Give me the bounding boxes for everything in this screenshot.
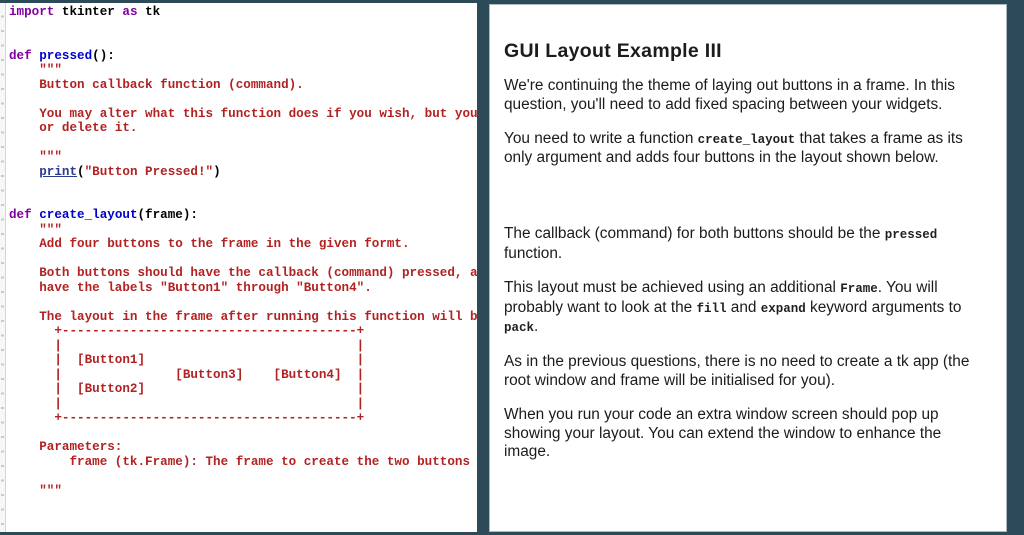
code-line: The layout in the frame after running th…	[9, 309, 477, 324]
inline-code: pressed	[884, 228, 938, 243]
code-editor[interactable]: import tkinter as tk def pressed(): """ …	[0, 3, 477, 498]
instruction-paragraph: As in the previous questions, there is n…	[504, 353, 970, 389]
code-line: """	[9, 222, 62, 237]
code-line: print("Button Pressed!")	[39, 164, 221, 179]
code-line: def create_layout(frame):	[9, 208, 198, 222]
instruction-paragraph: When you run your code an extra window s…	[504, 405, 942, 461]
code-line	[9, 426, 477, 441]
inline-code: pack	[504, 321, 535, 336]
editor-gutter	[0, 3, 6, 532]
code-line: """	[9, 150, 62, 164]
code-line: | [Button2] |	[9, 382, 365, 396]
inline-code: fill	[696, 301, 727, 316]
inline-code: Frame	[840, 281, 878, 296]
code-line: +---------------------------------------…	[9, 411, 365, 425]
code-line	[9, 469, 477, 484]
inline-code: create_layout	[697, 132, 796, 147]
code-line: or delete it.	[9, 121, 138, 135]
paragraph-spacer	[504, 183, 988, 225]
code-line: | |	[9, 396, 365, 411]
pane-divider[interactable]	[477, 3, 489, 532]
code-line: Add four buttons to the frame in the giv…	[9, 237, 410, 251]
code-line: have the labels "Button1" through "Butto…	[9, 280, 372, 295]
code-line: import tkinter as tk	[9, 5, 161, 19]
instructions-body: We're continuing the theme of laying out…	[504, 77, 988, 462]
inline-code: expand	[760, 301, 806, 316]
code-line	[9, 194, 477, 209]
code-line: Button callback function (command).	[9, 77, 304, 92]
code-line: | [Button1] |	[9, 353, 365, 367]
code-line: +---------------------------------------…	[9, 324, 365, 338]
instruction-paragraph: We're continuing the theme of laying out…	[504, 77, 955, 113]
page-title: GUI Layout Example III	[504, 40, 722, 62]
code-line: frame (tk.Frame): The frame to create th…	[9, 454, 477, 469]
code-editor-panel: import tkinter as tk def pressed(): """ …	[0, 3, 477, 532]
code-line: You may alter what this function does if…	[9, 106, 477, 121]
instruction-paragraph: This layout must be achieved using an ad…	[504, 278, 962, 336]
code-line: Parameters:	[9, 440, 123, 454]
code-line	[9, 92, 477, 107]
code-line: | [Button3] [Button4] |	[9, 367, 365, 382]
code-line	[9, 34, 477, 49]
code-line: """	[9, 63, 62, 77]
instruction-paragraph: You need to write a function create_layo…	[504, 129, 963, 167]
code-line: | |	[9, 338, 365, 353]
instruction-paragraph: The callback (command) for both buttons …	[504, 225, 938, 262]
code-line	[9, 20, 477, 35]
code-line: Both buttons should have the callback (c…	[9, 266, 477, 280]
code-line	[9, 295, 477, 310]
code-line	[9, 179, 477, 194]
code-line: """	[9, 483, 62, 498]
code-line	[9, 136, 477, 151]
code-line	[9, 252, 477, 267]
code-line: def pressed():	[9, 48, 115, 63]
instructions-panel: GUI Layout Example III We're continuing …	[489, 4, 1007, 532]
